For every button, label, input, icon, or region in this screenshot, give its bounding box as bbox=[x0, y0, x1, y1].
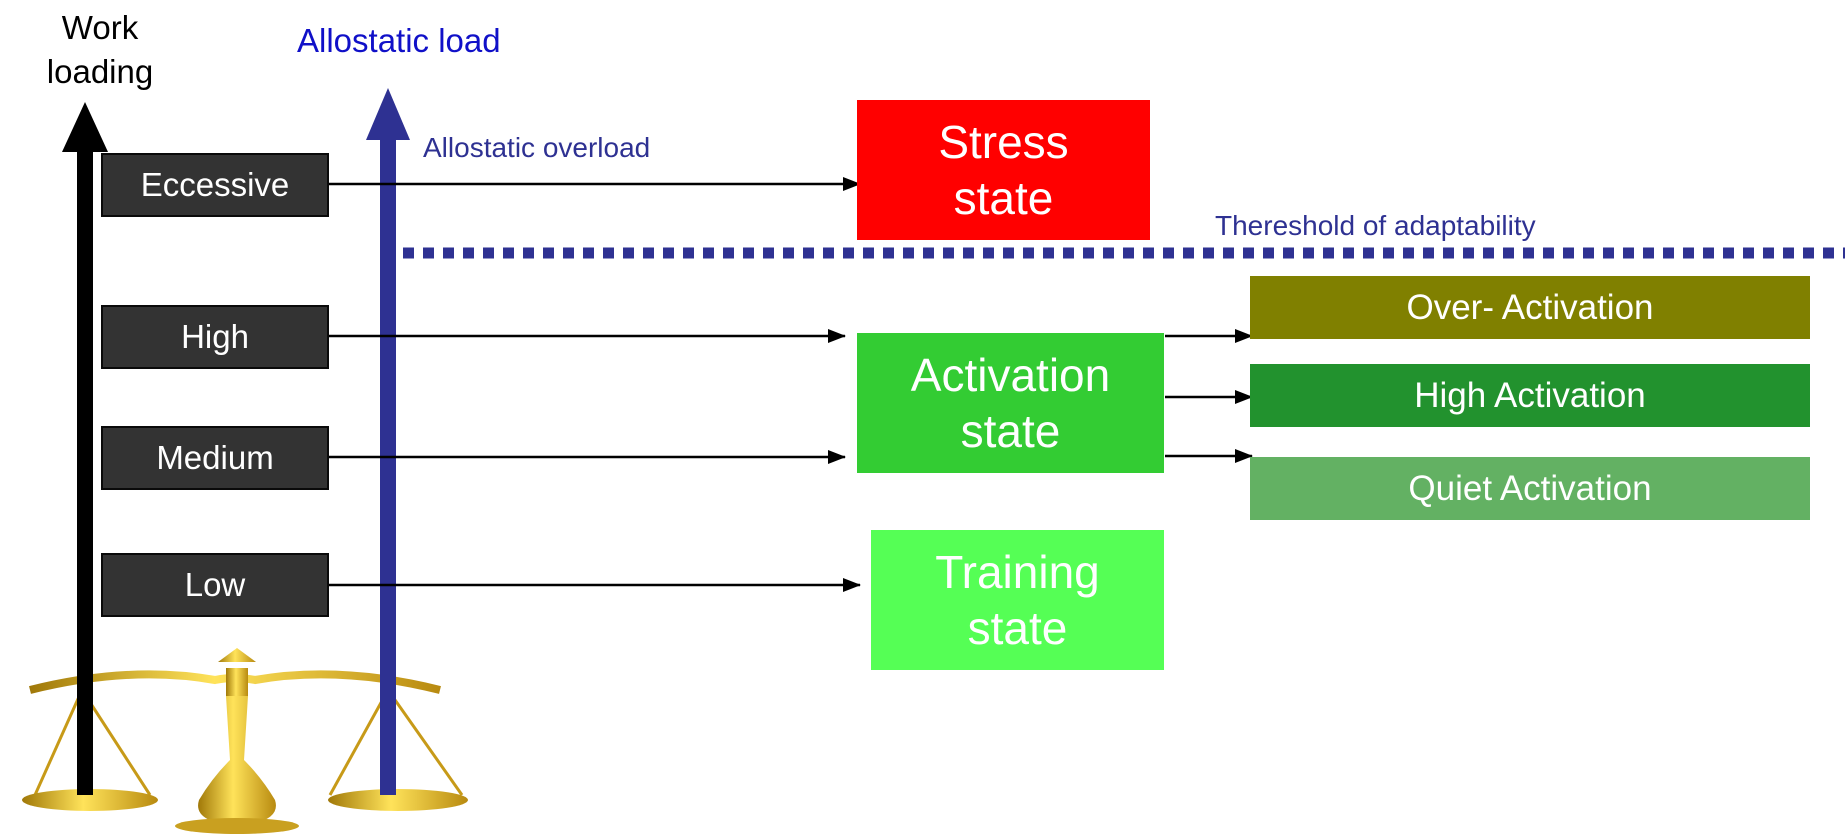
allostatic-overload-label: Allostatic overload bbox=[423, 132, 651, 163]
quiet-activation-box: Quiet Activation bbox=[1250, 457, 1810, 520]
level-medium: Medium bbox=[101, 426, 329, 490]
work-loading-title-line2: loading bbox=[46, 53, 154, 90]
high-activation-box: High Activation bbox=[1250, 364, 1810, 427]
work-loading-title: Work loading bbox=[30, 6, 170, 94]
activation-state-line1: Activation bbox=[910, 349, 1111, 401]
training-state-line2: state bbox=[967, 602, 1068, 654]
balance-scale-icon bbox=[22, 648, 468, 834]
allostatic-load-arrowhead bbox=[366, 88, 410, 140]
level-low: Low bbox=[101, 553, 329, 617]
stress-state-line2: state bbox=[953, 172, 1054, 224]
stress-state-line1: Stress bbox=[938, 116, 1069, 168]
work-loading-arrowhead bbox=[62, 102, 108, 152]
level-eccessive: Eccessive bbox=[101, 153, 329, 217]
stress-state-box: Stress state bbox=[857, 100, 1150, 240]
level-high: High bbox=[101, 305, 329, 369]
training-state-line1: Training bbox=[935, 546, 1100, 598]
training-state-box: Training state bbox=[871, 530, 1164, 670]
allostatic-load-title: Allostatic load bbox=[297, 22, 501, 59]
threshold-label: Thereshold of adaptability bbox=[1215, 210, 1536, 241]
activation-state-line2: state bbox=[960, 405, 1061, 457]
activation-state-box: Activation state bbox=[857, 333, 1164, 473]
over-activation-box: Over- Activation bbox=[1250, 276, 1810, 339]
work-loading-title-line1: Work bbox=[61, 9, 139, 46]
